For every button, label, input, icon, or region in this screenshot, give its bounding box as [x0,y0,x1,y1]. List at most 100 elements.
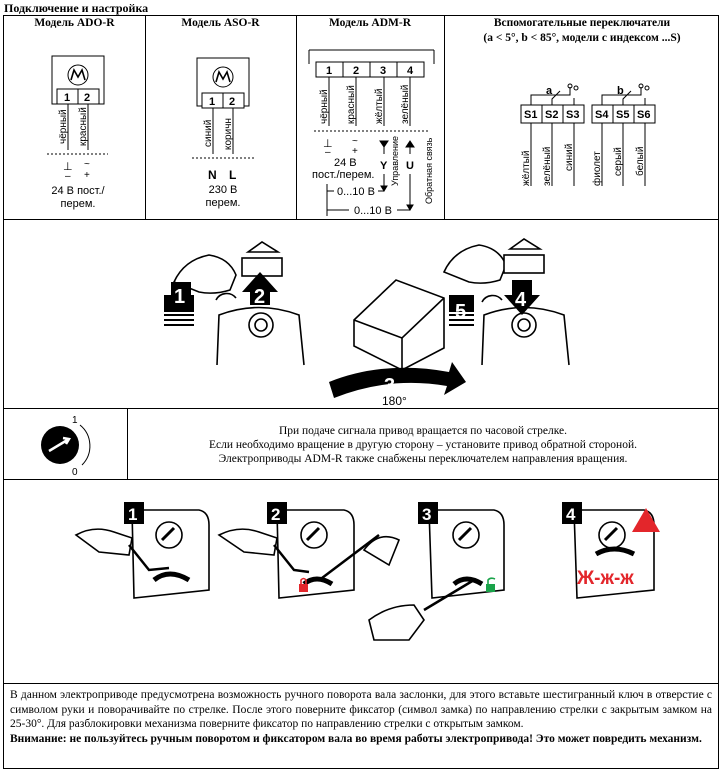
adm-range-control: 0...10 В [337,186,375,198]
adm-range-feedback: 0...10 В [354,205,392,217]
install-step-5: 5 [449,295,474,326]
aso-supply: 230 В [209,184,238,196]
aux-switch-b: b [617,85,624,97]
footer-warning: Внимание: не пользуйтесь ручным поворото… [10,733,702,745]
page-title: Подключение и настройка [4,1,149,15]
ado-symbol-ground: ⊥ [63,161,73,173]
direction-dial: 1 0 [41,415,91,478]
ado-wire-2: красный [78,107,89,146]
aso-diagram [192,57,254,159]
ado-diagram [47,55,108,155]
aso-symbol-l: L [229,168,236,182]
adm-terminal-1: 1 [326,65,332,77]
adm-wire-4: зелёный [400,85,411,124]
dial-mark-1: 1 [72,415,78,426]
lock-icon-green [486,584,495,592]
adm-symbol-plus: + [352,146,358,157]
install-step-1-label: 1 [174,286,185,308]
adm-terminal-3: 3 [380,65,386,77]
install-step-4-label: 4 [515,289,527,311]
manual-warning-mark: Ж-ж-ж [576,568,634,589]
ado-supply: 24 В пост./ [51,185,105,197]
adm-wire-2: красный [346,85,357,124]
aux-heading: Вспомогательные переключатели [493,17,671,29]
install-rotate-arrow [329,362,466,398]
install-angle: 180° [382,394,407,408]
aux-terminal-s5: S5 [616,109,629,121]
install-step-2-label: 2 [254,286,265,308]
adm-supply-2: пост./перем. [312,169,374,181]
adm-symbol-y: Y [380,160,388,172]
aux-terminal-s6: S6 [637,109,650,121]
adm-symbol-u: U [406,160,414,172]
manual-step-1 [124,502,144,524]
rotation-line-3: Электроприводы ADM-R также снабжены пере… [218,453,628,465]
adm-wire-3: жёлтый [374,89,385,124]
manual-step-3-label: 3 [422,505,431,524]
ado-wire-1: чёрный [58,109,69,144]
aux-wire-2: зелёный [542,147,553,186]
warning-triangle-icon [632,508,660,532]
rotation-section: 1 0 При подаче сигнала привод вращается … [3,408,719,480]
footer-section: В данном электроприводе предусмотрена во… [3,683,719,769]
aux-wire-3: синий [564,144,575,171]
ado-symbol-ac: ~ [84,159,90,170]
aux-terminal-s2: S2 [545,109,558,121]
manual-illustration: 1 2 3 [74,502,660,641]
aux-wire-6: белый [634,147,646,176]
footer-text: В данном электроприводе предусмотрена во… [10,689,712,730]
wiring-section: Модель ADO-R Модель ASO-R Модель ADM-R В… [3,15,719,220]
manual-step-2 [267,502,287,524]
aso-symbol-n: N [208,168,217,182]
aux-wire-1: жёлтый [521,151,532,186]
aso-terminal-1: 1 [209,96,215,108]
adm-symbol-minus: – [325,147,331,158]
manual-step-3 [418,502,438,524]
dial-mark-0: 0 [72,467,78,478]
adm-terminal-4: 4 [407,65,414,77]
install-step-3-label: 3 [384,375,395,397]
aux-wire-4: фиолет [591,151,603,186]
ado-terminal-1: 1 [64,92,70,104]
manual-step-4-label: 4 [566,505,576,524]
aux-subheading: (a < 5°, b < 85°, модели с индексом ...S… [483,32,681,44]
install-step-4: 4 [504,280,540,315]
aso-supply-2: перем. [206,197,241,209]
aux-switch-a: a [546,85,553,97]
adm-symbol-ac: ~ [352,136,358,147]
install-step-2: 2 [242,272,278,308]
adm-wire-1: чёрный [319,89,330,124]
rotation-line-2: Если необходимо вращение в другую сторон… [208,439,637,451]
aux-diagram [520,83,656,186]
install-illustration: 1 2 3 180° 4 [164,238,570,408]
aso-wire-1: синий [203,120,214,147]
ado-heading: Модель ADO-R [34,17,115,29]
aso-terminal-2: 2 [229,96,235,108]
ado-symbol-plus: + [84,170,90,181]
wiring-diagrams: 1 2 чёрный красный ⊥ ~ – + 24 В пост./ п… [47,49,656,217]
adm-supply: 24 В [334,157,357,169]
adm-terminal-2: 2 [353,65,359,77]
aux-wire-5: серый [613,147,624,176]
rotation-line-1: При подаче сигнала привод вращается по ч… [278,425,568,437]
aux-terminal-s1: S1 [524,109,537,121]
manual-step-2-label: 2 [271,505,280,524]
ado-supply-2: перем. [61,198,96,210]
manual-step-4 [562,502,582,524]
install-step-1: 1 [164,282,194,326]
ado-symbol-minus: – [65,171,71,182]
adm-symbol-ground: ⊥ [323,138,333,150]
aux-terminal-s4: S4 [595,109,609,121]
adm-control-label: Управление [390,136,400,186]
install-section: 1 2 3 180° 4 [3,219,719,409]
install-step-5-label: 5 [455,301,466,323]
aso-heading: Модель ASO-R [181,17,260,29]
manual-step-1-label: 1 [128,505,137,524]
adm-heading: Модель ADM-R [328,17,412,29]
manual-section: 1 2 3 [3,479,719,684]
adm-diagram [308,49,435,216]
ado-terminal-2: 2 [84,92,90,104]
aso-wire-2: коричн [223,118,234,150]
adm-feedback-label: Обратная связь [424,137,434,204]
aux-terminal-s3: S3 [566,109,579,121]
